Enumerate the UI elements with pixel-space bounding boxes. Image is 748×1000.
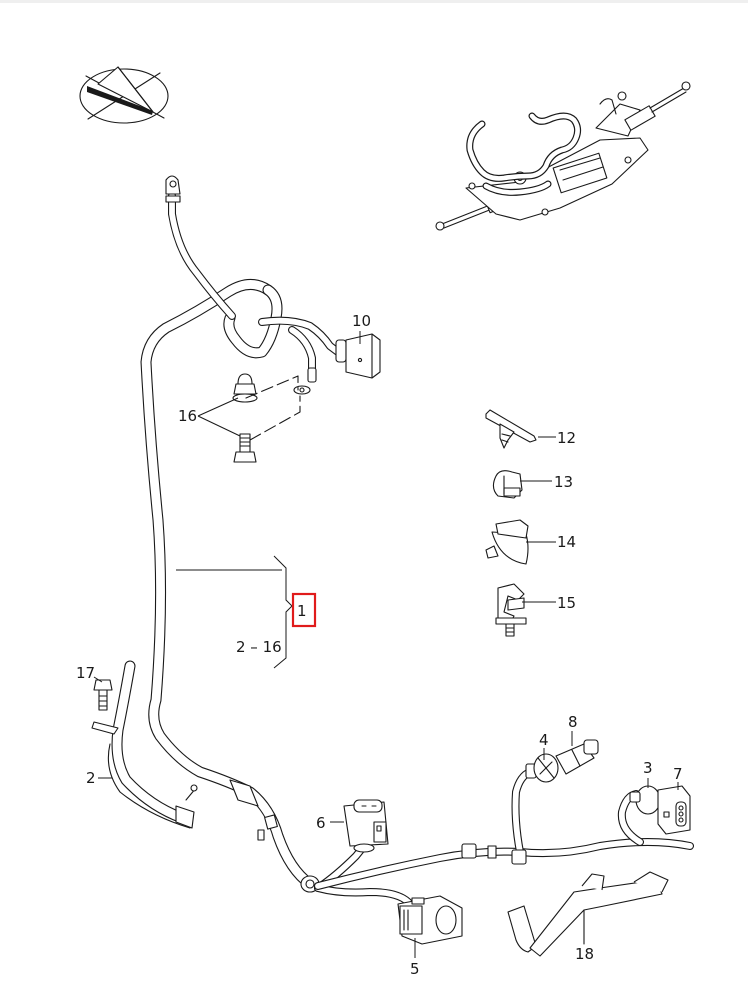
label-3: 3 <box>643 759 653 777</box>
nut-16 <box>232 373 258 403</box>
right-branch-wire <box>314 768 694 890</box>
label-17: 17 <box>76 664 95 682</box>
bracket-18 <box>507 871 669 957</box>
connector-7 <box>657 785 691 835</box>
connector-6 <box>343 799 389 853</box>
label-assembly-1: 1 <box>297 602 307 620</box>
bolt-16 <box>233 433 257 463</box>
label-7: 7 <box>673 765 683 783</box>
assembly-1-highlight <box>291 592 317 628</box>
label-16: 16 <box>178 407 197 425</box>
ground-cable <box>165 175 236 320</box>
label-13: 13 <box>554 473 573 491</box>
connector-10 <box>335 333 381 379</box>
orientation-compass-icon <box>79 66 169 124</box>
label-10: 10 <box>352 312 371 330</box>
connector-8 <box>555 739 599 775</box>
mount-dash-lines <box>245 375 301 441</box>
holder-2 <box>107 660 198 829</box>
connector-4 <box>525 753 559 783</box>
label-range: 2 – 16 <box>236 638 282 656</box>
callout-leaders <box>93 331 679 958</box>
label-14: 14 <box>557 533 576 551</box>
top-border <box>0 0 748 3</box>
connector-10-branch <box>258 316 342 395</box>
clip-12 <box>485 409 537 449</box>
label-2: 2 <box>86 769 96 787</box>
label-6: 6 <box>316 814 326 832</box>
steering-rack-overview <box>435 81 691 231</box>
clip-13 <box>492 470 523 499</box>
label-5: 5 <box>410 960 420 978</box>
label-12: 12 <box>557 429 576 447</box>
main-wire-harness <box>140 279 320 893</box>
clip-14 <box>485 519 529 565</box>
label-15: 15 <box>557 594 576 612</box>
label-18: 18 <box>575 945 594 963</box>
connector-5 <box>397 895 463 945</box>
connector-5-branch <box>314 884 414 908</box>
label-4: 4 <box>539 731 549 749</box>
clip-15 <box>495 583 527 637</box>
label-8: 8 <box>568 713 578 731</box>
bolt-17 <box>91 679 119 735</box>
connector-3 <box>629 785 661 815</box>
